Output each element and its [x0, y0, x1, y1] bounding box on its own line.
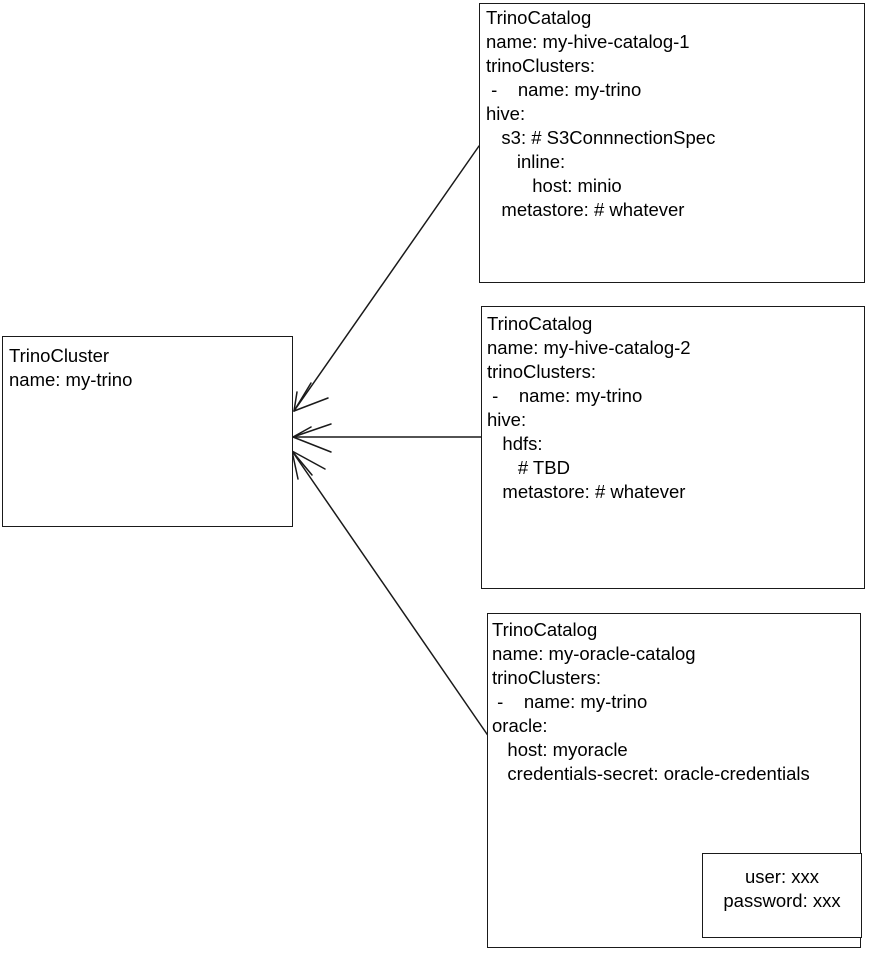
- trino-catalog-hive-1-label: TrinoCatalog name: my-hive-catalog-1 tri…: [486, 7, 716, 220]
- trino-catalog-hive-2-node[interactable]: [481, 306, 865, 589]
- oracle-credentials-secret-label: user: xxx password: xxx: [723, 866, 841, 911]
- oracle-credentials-secret-node[interactable]: [702, 853, 862, 938]
- trino-catalog-hive-1-node[interactable]: [479, 3, 865, 283]
- edge-catalog-1-to-cluster: [293, 145, 480, 412]
- trino-cluster-node[interactable]: [2, 336, 293, 527]
- trino-catalog-oracle-label: TrinoCatalog name: my-oracle-catalog tri…: [492, 619, 810, 784]
- edge-catalog-2-to-cluster: [292, 423, 482, 453]
- trino-catalog-hive-2-label: TrinoCatalog name: my-hive-catalog-2 tri…: [487, 313, 691, 502]
- edge-catalog-3-to-cluster: [291, 450, 490, 738]
- trino-cluster-label: TrinoCluster name: my-trino: [9, 345, 133, 390]
